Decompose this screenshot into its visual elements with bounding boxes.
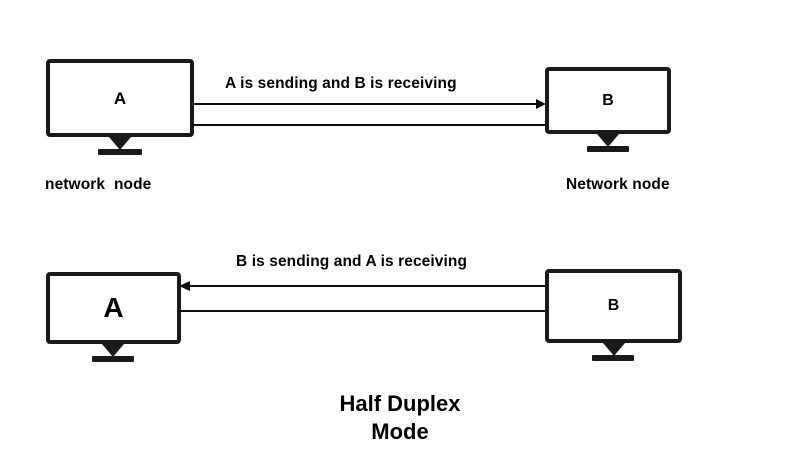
monitor-stand-neck bbox=[597, 134, 619, 147]
diagram-title: Half Duplex Mode bbox=[0, 390, 800, 446]
monitor-screen-label: B bbox=[607, 297, 620, 314]
monitor-stand-base bbox=[587, 146, 629, 152]
diagram-title-line-2: Mode bbox=[371, 419, 429, 445]
monitor-stand-base bbox=[98, 149, 142, 155]
monitor-bottom-left-a: A bbox=[46, 272, 181, 362]
monitor-screen-label: B bbox=[602, 91, 614, 109]
link-label-a-sending: A is sending and B is receiving bbox=[225, 75, 457, 92]
monitor-screen: B bbox=[545, 269, 682, 343]
diagram-title-line-1: Half Duplex bbox=[339, 391, 461, 416]
monitor-screen: A bbox=[46, 272, 181, 344]
caption-network-node-left: network node bbox=[45, 176, 152, 193]
wire-top-upper bbox=[192, 103, 538, 105]
wire-top-lower bbox=[192, 124, 546, 126]
arrowhead-left-bottom bbox=[179, 281, 190, 291]
arrowhead-right-top bbox=[536, 99, 546, 109]
monitor-stand-base bbox=[592, 355, 634, 361]
monitor-bottom-right-b: B bbox=[545, 269, 682, 361]
monitor-top-left-a: A bbox=[46, 59, 194, 155]
monitor-stand-neck bbox=[109, 137, 131, 150]
monitor-stand-base bbox=[92, 356, 134, 362]
monitor-stand-neck bbox=[102, 344, 124, 357]
wire-bottom-lower bbox=[180, 310, 546, 312]
monitor-screen-label: A bbox=[103, 292, 124, 323]
monitor-screen: A bbox=[46, 59, 194, 137]
monitor-screen-label: A bbox=[113, 88, 127, 108]
monitor-stand-neck bbox=[603, 343, 625, 356]
link-label-b-sending: B is sending and A is receiving bbox=[236, 253, 468, 270]
caption-network-node-right: Network node bbox=[566, 176, 670, 193]
wire-bottom-upper bbox=[189, 285, 546, 287]
monitor-top-right-b: B bbox=[545, 67, 671, 152]
monitor-screen: B bbox=[545, 67, 671, 134]
